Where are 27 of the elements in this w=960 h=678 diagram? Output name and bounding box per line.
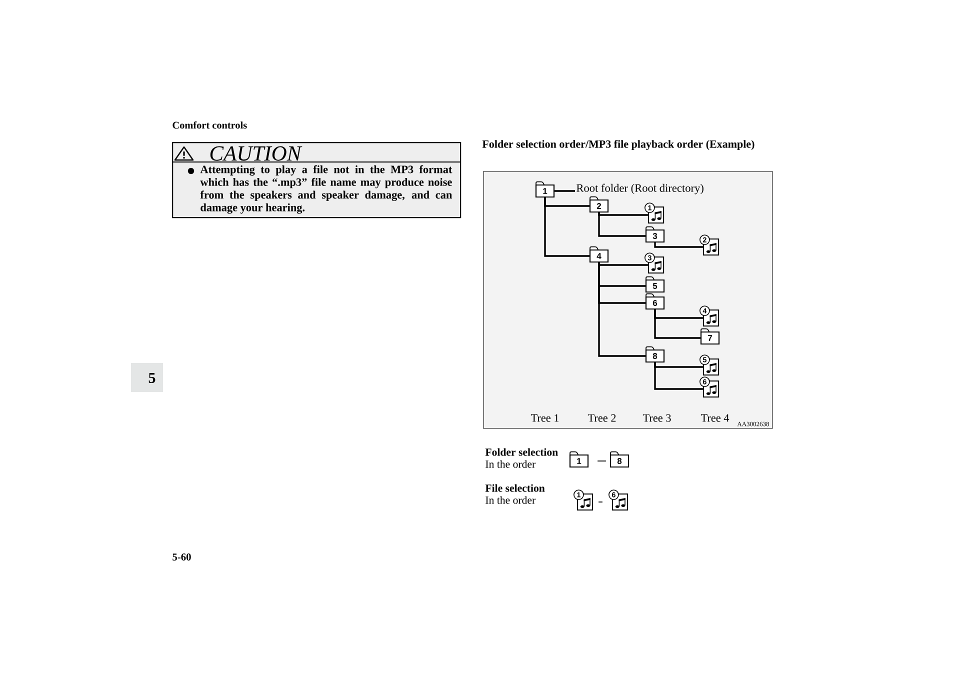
tree-line — [654, 362, 703, 390]
tree-label: Tree 4 — [700, 414, 730, 422]
tree-line — [654, 242, 703, 248]
tree-line — [544, 198, 590, 257]
figure-frame — [483, 171, 773, 429]
legend-heading: Folder selection — [485, 448, 558, 456]
legend-heading: File selection — [485, 484, 545, 492]
tree-line — [654, 310, 700, 339]
title: Folder selection order/MP3 file playback order (Example) — [482, 140, 754, 150]
folder-caption: Root folder (Root directory) — [576, 184, 704, 194]
caution-heading: CAUTION — [210, 146, 302, 161]
page-number: 5-60 — [172, 554, 191, 560]
tree-line — [598, 262, 646, 357]
tree-label: Tree 3 — [642, 414, 671, 422]
chapter-tab: 5 — [131, 363, 163, 392]
tree-line — [598, 212, 646, 237]
leader-line — [554, 190, 575, 192]
caution-box — [172, 142, 462, 218]
legend-text: In the order — [486, 460, 536, 468]
range-dash — [597, 460, 606, 462]
legend-text: In the order — [486, 496, 536, 504]
tree-line — [598, 262, 648, 266]
section-header: Comfort controls — [172, 121, 247, 129]
tree-line — [598, 212, 648, 216]
warning-text: Attempting to play a file not in the MP3 format which has the “.mp3” file name may produce noise from the speakers and speaker damage, and can damage your hearing. — [200, 165, 452, 214]
tree-label: Tree 1 — [530, 414, 559, 422]
tree-label: Tree 2 — [588, 414, 616, 422]
